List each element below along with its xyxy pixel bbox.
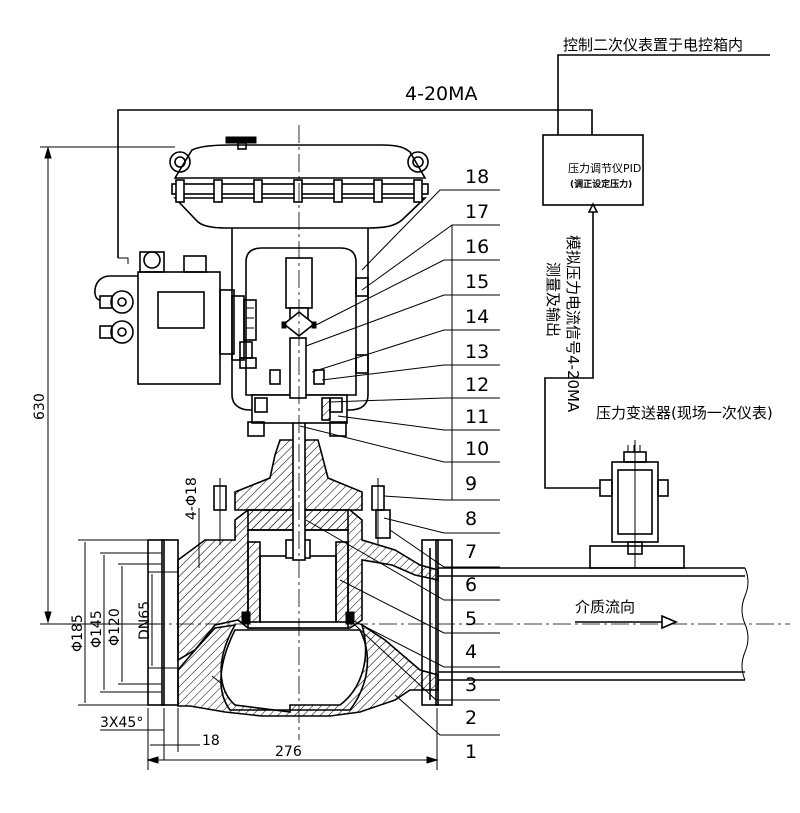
signal-top-label: 4-20MA <box>405 83 478 105</box>
feedback-label-2: 模拟压力电流信号4-20MA <box>564 235 582 413</box>
dim-chamfer: 3X45° <box>100 715 143 731</box>
dim-dia-120: Φ120 <box>107 608 123 646</box>
dim-flange: 18 <box>202 733 220 749</box>
part-number: 11 <box>465 406 489 428</box>
part-number: 7 <box>465 541 477 563</box>
dim-height: 630 <box>32 393 48 420</box>
dim-length: 276 <box>275 744 302 760</box>
part-number: 8 <box>465 508 477 530</box>
pid-controller-box: 压力调节仪PID (调正设定压力) <box>542 134 644 206</box>
part-number: 1 <box>465 741 477 763</box>
leader-lines <box>299 189 500 736</box>
dim-dn: DN65 <box>137 601 153 640</box>
part-number: 3 <box>465 674 477 696</box>
dim-dia-185: Φ185 <box>70 614 86 652</box>
controller-subtitle: (调正设定压力) <box>570 178 632 190</box>
dimension-lines <box>40 146 439 770</box>
part-number: 17 <box>465 201 489 223</box>
part-number: 14 <box>465 306 489 328</box>
part-number: 16 <box>465 236 489 258</box>
transmitter-caption: 压力变送器(现场一次仪表) <box>596 404 773 422</box>
flow-arrow-icon <box>575 614 679 630</box>
part-number: 9 <box>465 473 477 495</box>
pressure-transmitter <box>589 440 685 569</box>
flow-direction-label: 介质流向 <box>575 598 635 616</box>
part-number: 4 <box>465 641 477 663</box>
control-box-caption: 控制二次仪表置于电控箱内 <box>563 36 743 54</box>
feedback-label-1: 测量及输出 <box>544 262 562 337</box>
valve-cage <box>241 509 355 629</box>
part-number: 5 <box>465 608 477 630</box>
part-number: 13 <box>465 341 489 363</box>
dim-bolts: 4-Φ18 <box>184 477 200 520</box>
positioner <box>94 251 257 385</box>
actuator-yoke <box>231 228 369 437</box>
controller-title: 压力调节仪PID <box>568 162 641 175</box>
part-number: 6 <box>465 574 477 596</box>
part-number: 12 <box>465 374 489 396</box>
part-number: 18 <box>465 166 489 188</box>
dim-dia-145: Φ145 <box>89 610 105 648</box>
part-numbers: 18 17 16 15 14 13 12 11 10 9 8 7 6 5 4 3… <box>465 166 489 763</box>
part-number: 10 <box>465 438 489 460</box>
actuator-bolts <box>175 179 423 203</box>
part-number: 2 <box>465 707 477 729</box>
signal-wiring <box>117 54 770 489</box>
part-number: 15 <box>465 271 489 293</box>
